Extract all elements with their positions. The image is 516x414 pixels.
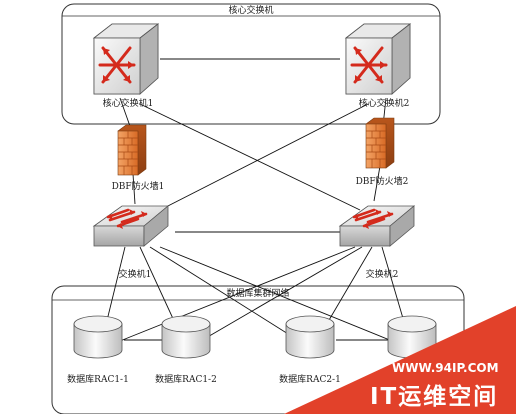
link-fw1-sw1 (132, 173, 136, 205)
link-fw2-sw2 (373, 165, 381, 202)
core-switch-label: 核心交换机1 (103, 97, 154, 109)
core-switch-icon (92, 22, 160, 96)
database-icon (161, 315, 211, 359)
firewall-label: DBF防火墙2 (356, 175, 409, 187)
firewall-1: DBF防火墙1 (112, 124, 165, 192)
link-sw1-db3 (149, 246, 313, 350)
firewall-2: DBF防火墙2 (356, 117, 409, 187)
core-switch-1: 核心交换机1 (92, 22, 160, 109)
db-group-title: 数据库集群网络 (226, 287, 289, 299)
link-core1-fw1 (119, 97, 132, 130)
database-label: 数据库RAC2-1 (279, 373, 341, 385)
core-switch-2: 核心交换机2 (344, 22, 412, 109)
database-icon (285, 315, 335, 359)
firewall-icon (365, 117, 395, 169)
link-sw1-db4 (159, 246, 413, 350)
core-switch-label: 核心交换机2 (359, 97, 410, 109)
watermark-brand: IT运维空间 (370, 383, 498, 410)
database-3: 数据库RAC2-1 (279, 315, 341, 385)
switch-icon (92, 204, 170, 248)
firewall-label: DBF防火墙1 (112, 180, 165, 192)
link-sw2-db1 (99, 246, 356, 350)
access-switch-label: 交换机2 (366, 268, 399, 280)
access-switch-1: 交换机1 (92, 204, 170, 280)
link-core1-sw2 (139, 103, 361, 211)
core-group-title: 核心交换机 (228, 4, 273, 16)
switch-icon (338, 204, 416, 248)
link-sw2-db2 (186, 246, 363, 350)
database-label: 数据库RAC1-2 (155, 373, 217, 385)
watermark-triangle (284, 306, 516, 414)
link-core2-sw1 (159, 103, 369, 211)
database-icon (73, 315, 123, 359)
database-1: 数据库RAC1-1 (67, 315, 129, 385)
access-switch-2: 交换机2 (338, 204, 416, 280)
watermark-url: WWW.94IP.COM (392, 361, 499, 375)
database-label: 数据库RAC1-1 (67, 373, 129, 385)
watermark: WWW.94IP.COM IT运维空间 (284, 306, 516, 414)
database-2: 数据库RAC1-2 (155, 315, 217, 385)
core-switch-icon (344, 22, 412, 96)
firewall-icon (117, 124, 147, 176)
access-switch-label: 交换机1 (119, 268, 152, 280)
